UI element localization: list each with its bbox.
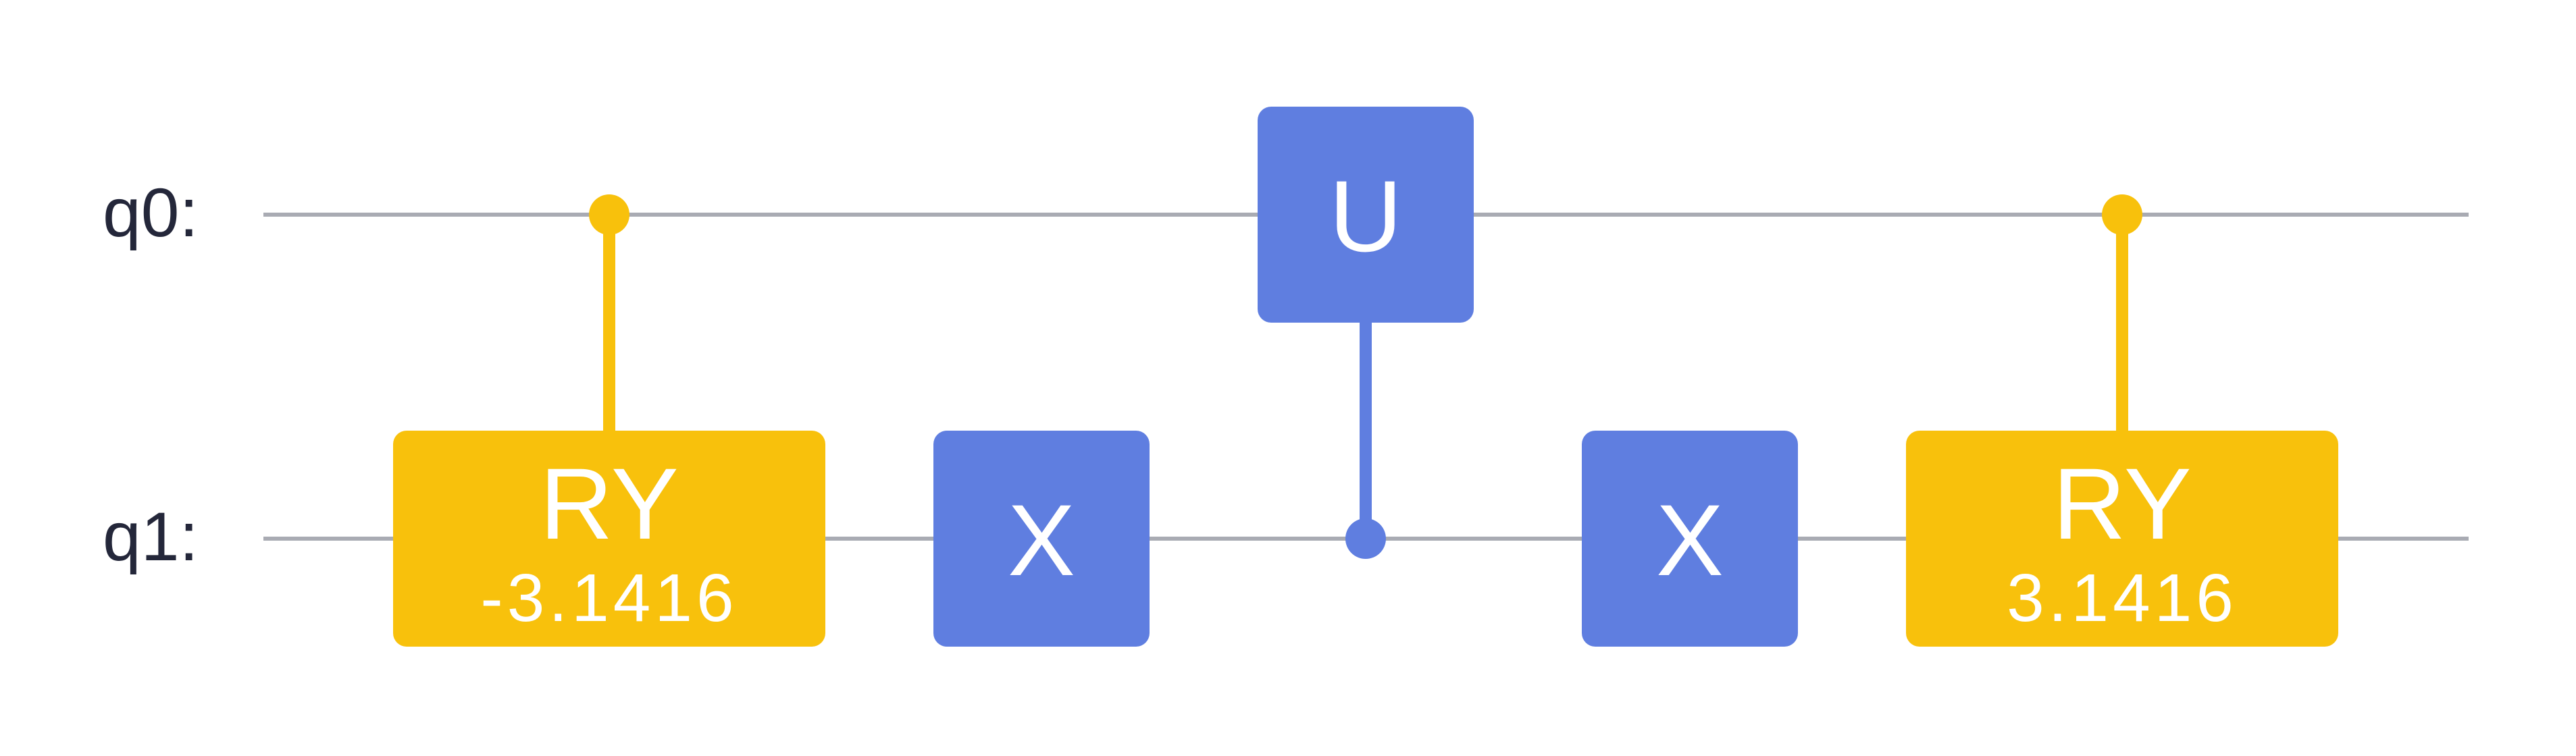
gate-param: 3.1416 [2007, 560, 2238, 636]
gate-name: U [1329, 159, 1402, 273]
x-gate-1[interactable]: X [933, 431, 1150, 647]
gate-name: RY [540, 447, 679, 560]
control-dot [589, 194, 629, 235]
control-dot [1345, 518, 1386, 559]
ry-gate-box [1906, 431, 2338, 647]
gate-name: X [1656, 483, 1724, 597]
gate-name: RY [2053, 447, 2192, 560]
x-gate-2[interactable]: X [1582, 431, 1798, 647]
u-gate-box [1258, 107, 1474, 323]
gate-param: -3.1416 [480, 560, 738, 636]
control-dot [2102, 194, 2142, 235]
x-gate-box [1582, 431, 1798, 647]
gate-name: X [1008, 483, 1075, 597]
controlled-ry-gate-2[interactable]: RY 3.1416 [1906, 194, 2338, 647]
x-gate-box [933, 431, 1150, 647]
controlled-ry-gate-1[interactable]: RY -3.1416 [393, 194, 825, 647]
qubit-label-q1: q1: [103, 498, 199, 575]
controlled-u-gate[interactable]: U [1258, 107, 1474, 559]
ry-gate-box [393, 431, 825, 647]
qubit-label-q0: q0: [103, 174, 199, 251]
